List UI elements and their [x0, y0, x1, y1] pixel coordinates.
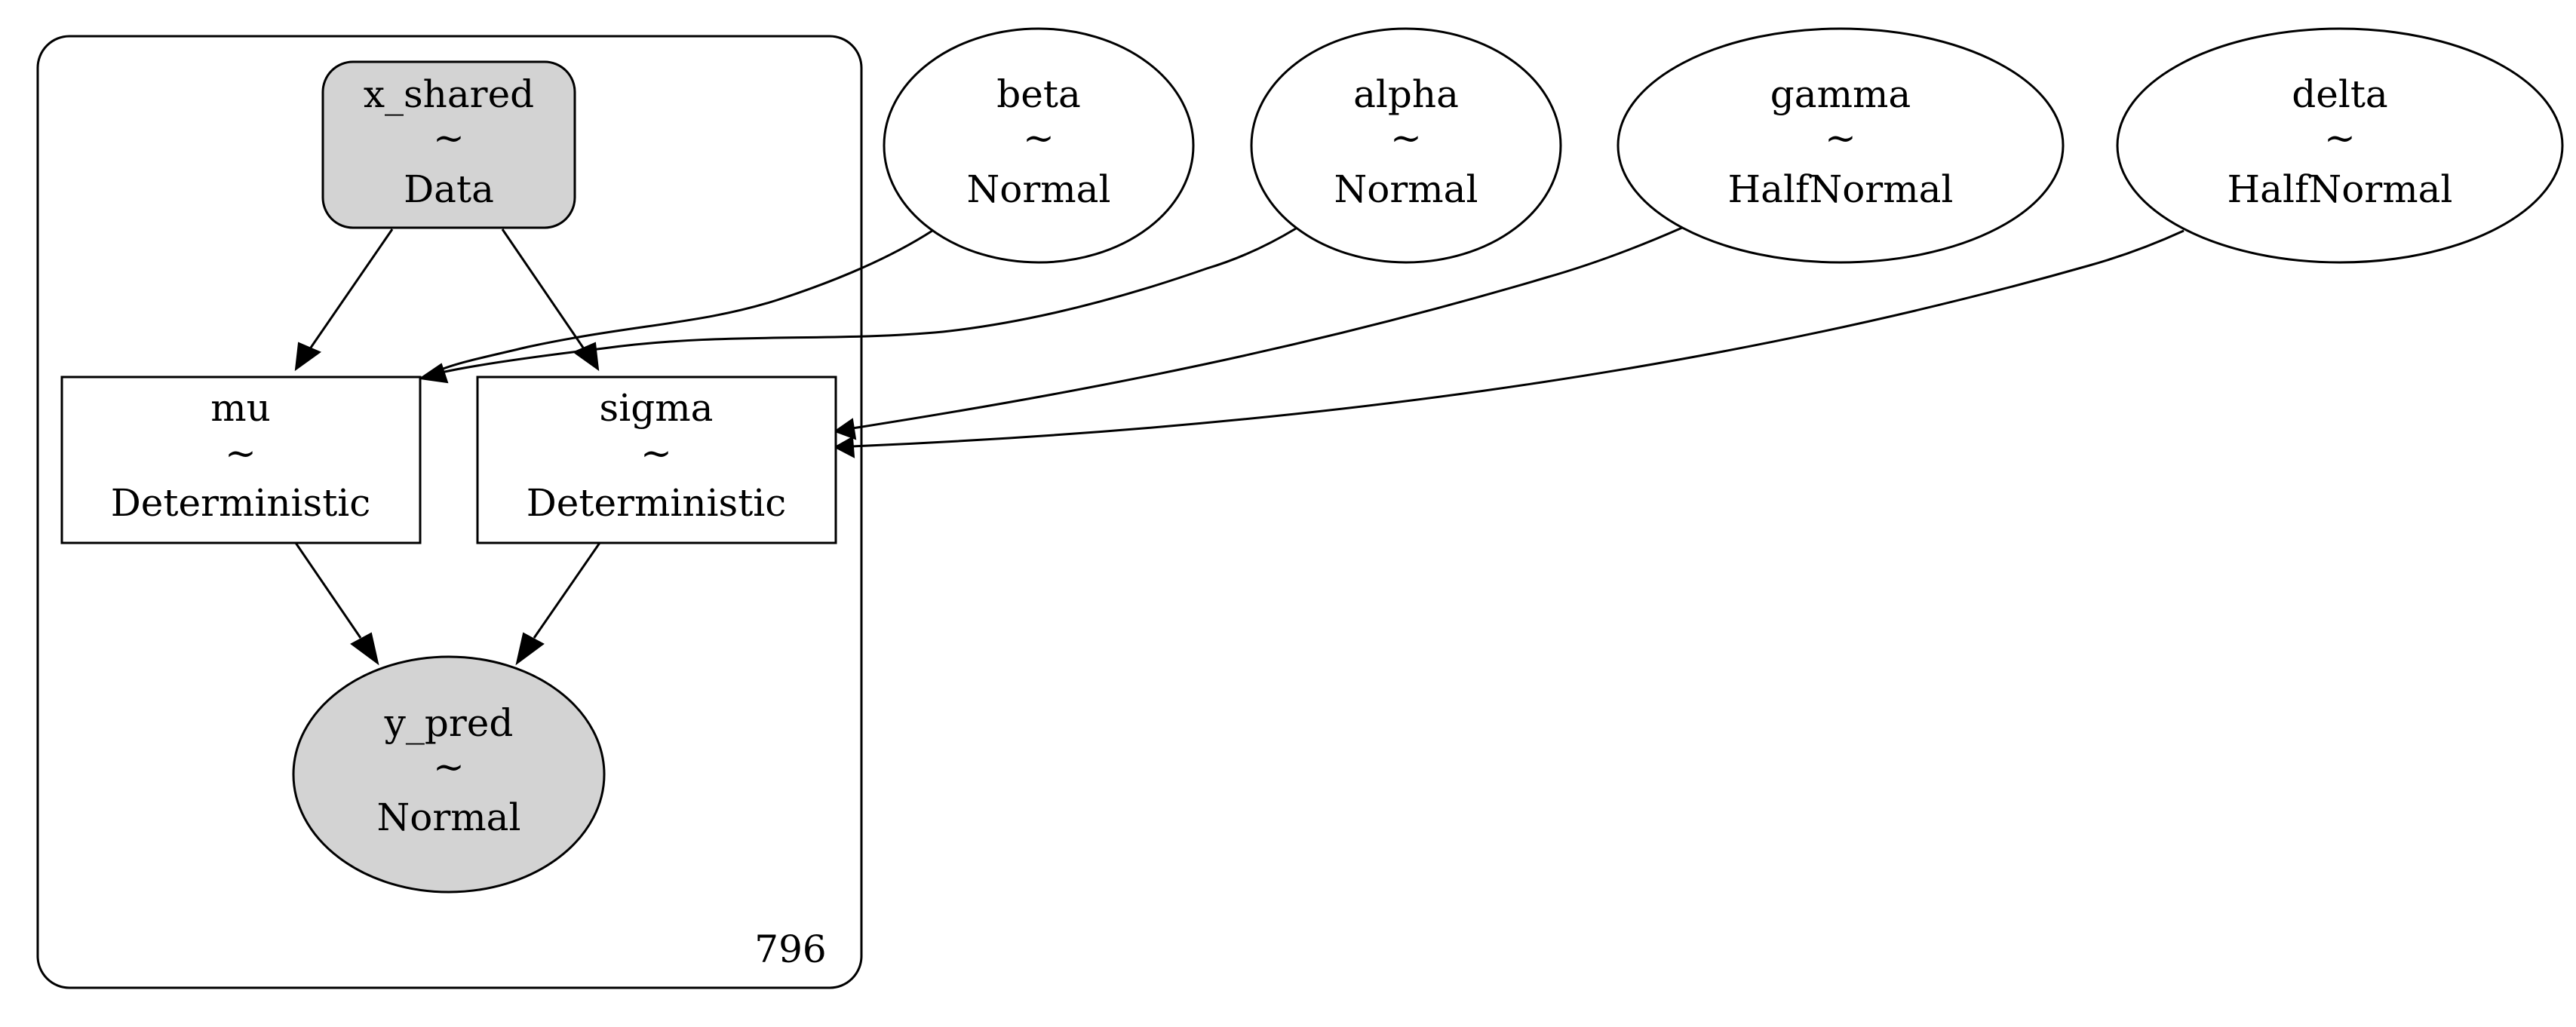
node-sigma-shape	[476, 376, 837, 544]
arrowhead-gamma-sigma	[833, 418, 857, 440]
node-mu-dist: Deterministic	[111, 481, 371, 525]
edge-alpha-mu	[441, 227, 1297, 374]
arrowheads	[294, 342, 857, 666]
node-beta-dist: Normal	[967, 167, 1111, 211]
node-delta-name: delta	[2292, 72, 2388, 116]
node-alpha-name: alpha	[1353, 72, 1459, 116]
node-delta-shape	[2116, 27, 2564, 264]
node-alpha-dist: Normal	[1334, 167, 1478, 211]
node-delta-dist: HalfNormal	[2228, 167, 2453, 211]
arrowhead-delta-sigma	[833, 436, 855, 458]
node-y_pred-name: y_pred	[384, 701, 514, 745]
edge-delta-sigma	[852, 229, 2185, 448]
arrowhead-x_shared-sigma	[572, 342, 600, 372]
node-sigma-tilde: ~	[640, 431, 672, 475]
node-x_shared-name: x_shared	[364, 72, 534, 116]
node-gamma-tilde: ~	[1825, 116, 1856, 160]
node-delta-tilde: ~	[2324, 116, 2356, 160]
node-x_shared-tilde: ~	[433, 116, 465, 160]
node-delta[interactable]: delta ~ HalfNormal	[2116, 27, 2564, 264]
arrowhead-mu-y_pred	[350, 632, 379, 666]
edge-beta-mu	[441, 229, 933, 371]
node-beta-shape	[883, 27, 1195, 264]
node-y_pred-tilde: ~	[433, 745, 465, 789]
node-gamma-dist: HalfNormal	[1728, 167, 1954, 211]
edge-x_shared-mu	[309, 228, 394, 348]
arrowhead-to-mu	[418, 363, 449, 384]
node-gamma-name: gamma	[1770, 72, 1911, 116]
node-mu-shape	[60, 376, 422, 544]
edge-gamma-sigma	[852, 226, 1683, 430]
plate-border	[36, 35, 863, 989]
node-beta-name: beta	[996, 72, 1081, 116]
node-y_pred-dist: Normal	[377, 796, 521, 839]
node-x_shared-dist: Data	[404, 167, 494, 211]
plate-796: 796	[36, 35, 863, 989]
arrowhead-x_shared-mu	[294, 342, 322, 372]
node-sigma-dist: Deterministic	[527, 481, 787, 525]
node-beta-tilde: ~	[1023, 116, 1055, 160]
edges	[294, 226, 2185, 639]
node-mu-name: mu	[210, 386, 271, 430]
node-mu-tilde: ~	[225, 431, 256, 475]
node-gamma-shape	[1617, 27, 2065, 264]
edge-mu-y_pred	[294, 542, 362, 639]
node-x_shared[interactable]: x_shared ~ Data	[321, 60, 576, 229]
node-sigma[interactable]: sigma ~ Deterministic	[476, 376, 837, 544]
arrowhead-sigma-y_pred	[515, 632, 545, 666]
node-y_pred[interactable]: y_pred ~ Normal	[292, 655, 606, 894]
edge-sigma-y_pred	[533, 542, 601, 639]
node-y_pred-shape	[292, 655, 606, 894]
node-alpha[interactable]: alpha ~ Normal	[1250, 27, 1562, 264]
node-alpha-tilde: ~	[1390, 116, 1422, 160]
edge-x_shared-sigma	[501, 228, 585, 348]
node-gamma[interactable]: gamma ~ HalfNormal	[1617, 27, 2065, 264]
node-sigma-name: sigma	[600, 386, 714, 430]
node-x_shared-shape	[321, 60, 576, 229]
node-beta[interactable]: beta ~ Normal	[883, 27, 1195, 264]
plate-label: 796	[754, 927, 826, 971]
node-mu[interactable]: mu ~ Deterministic	[60, 376, 422, 544]
node-alpha-shape	[1250, 27, 1562, 264]
